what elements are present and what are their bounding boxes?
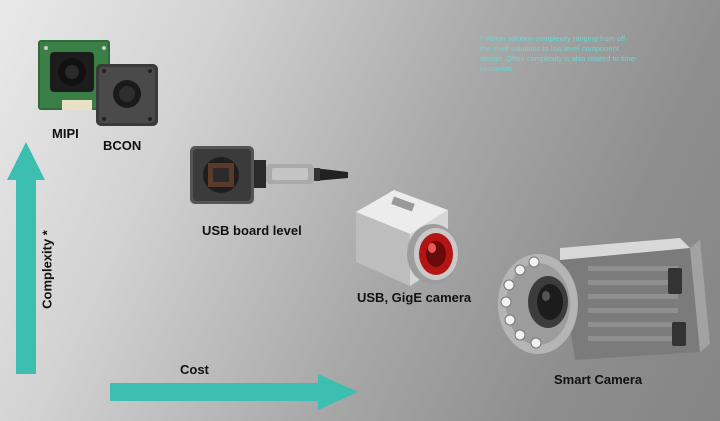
axis-label-complexity: Complexity *	[39, 230, 55, 309]
cost-arrow	[110, 374, 358, 410]
usb-gige-camera-image	[356, 190, 459, 286]
label-bcon: BCON	[103, 138, 142, 153]
complexity-note: * Vision solution complexity ranging fro…	[480, 34, 638, 73]
complexity-arrow	[7, 142, 45, 374]
label-smart-camera: Smart Camera	[554, 372, 643, 387]
usb-board-level-camera-image	[190, 146, 348, 204]
label-usb-gige-camera: USB, GigE camera	[357, 290, 472, 305]
label-mipi: MIPI	[52, 126, 79, 141]
axis-label-cost: Cost	[180, 362, 209, 377]
bcon-camera-image	[96, 64, 158, 126]
label-usb-board-level: USB board level	[202, 223, 302, 238]
smart-camera-image	[498, 238, 710, 360]
